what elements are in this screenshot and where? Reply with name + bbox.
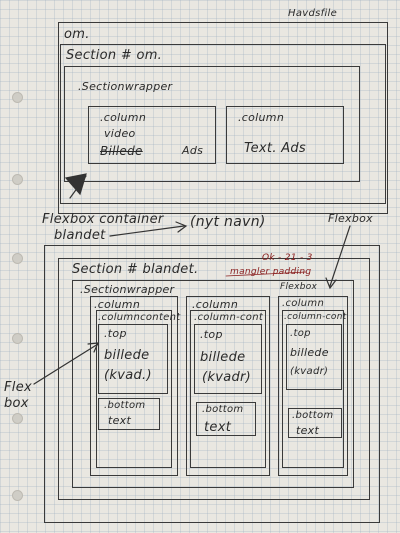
annotation-blandet: blandet	[54, 228, 106, 243]
column-content-box-2	[190, 310, 266, 468]
column-text-om-1b: Billede	[100, 144, 143, 158]
column-content-box-1	[96, 310, 172, 468]
bottom-text-1: text	[108, 414, 132, 427]
column-text-om-1: video	[104, 127, 136, 140]
bottom-text-3: text	[296, 424, 320, 437]
section-wrapper-label-om: .Sectionwrapper	[78, 80, 173, 93]
column-box-om-2	[226, 106, 344, 164]
bottom-label-3: .bottom	[292, 410, 334, 421]
column-content-label-3: .column-cont	[284, 312, 347, 322]
annotation-red-note-2: mangler padding	[230, 267, 312, 277]
top-box-2	[194, 324, 262, 394]
arrowhead	[175, 221, 188, 233]
binder-hole	[12, 92, 23, 103]
column-text-om-2: Text. Ads	[244, 141, 307, 156]
arrow-line	[329, 225, 351, 287]
bottom-box-1	[98, 398, 160, 430]
top-text-2: billede	[200, 350, 246, 365]
underline	[225, 271, 307, 277]
top-label-2: .top	[200, 328, 223, 341]
column-box-blandet-2	[186, 296, 270, 476]
binder-hole	[12, 174, 23, 185]
section-label-om: Section # om.	[66, 48, 163, 63]
section-box-om	[60, 44, 386, 204]
section-wrapper-blandet	[72, 280, 354, 488]
column-box-blandet-3	[278, 296, 348, 476]
column-label-om-2: .column	[238, 111, 285, 124]
top-sub-2: (kvadr)	[202, 370, 252, 385]
arrowhead	[87, 342, 99, 353]
section-wrapper-om	[64, 66, 360, 182]
bottom-text-2: text	[204, 420, 232, 435]
column-content-label-2: .column-cont	[194, 312, 264, 323]
binder-hole	[12, 490, 23, 501]
top-sub-1: (kvad.)	[104, 368, 152, 383]
page-frame-om	[58, 22, 388, 214]
arrow-line	[109, 225, 185, 237]
top-text-1: billede	[104, 348, 150, 363]
column-label-om-1: .column	[100, 111, 147, 124]
page-frame-blandet	[44, 245, 380, 523]
binder-hole	[12, 253, 23, 264]
date-field: Havdsfile	[288, 8, 338, 19]
annotation-new-name: (nyt navn)	[190, 214, 266, 230]
column-box-om-1	[88, 106, 216, 164]
top-box-1	[98, 324, 168, 394]
top-box-3	[286, 324, 342, 390]
section-box-blandet	[58, 258, 370, 500]
top-label-3: .top	[290, 328, 311, 339]
column-content-label-1: .columncontent	[98, 312, 181, 323]
bottom-label-1: .bottom	[104, 400, 146, 411]
column-label-blandet-1: .column	[94, 298, 141, 311]
page-label-om: om.	[64, 27, 90, 42]
arrow-line	[33, 343, 99, 385]
section-label-blandet: Section # blandet.	[72, 262, 199, 277]
bottom-label-2: .bottom	[202, 404, 244, 415]
annotation-flexbox-container: Flexbox container	[42, 212, 164, 227]
annotation-flexbox-small: Flexbox	[280, 282, 318, 292]
column-content-box-3	[282, 310, 344, 468]
arrowhead	[64, 173, 87, 196]
arrowhead	[325, 277, 337, 290]
column-label-blandet-2: .column	[192, 298, 239, 311]
annotation-red-note-1: Ok - 21 - 3	[262, 253, 313, 263]
binder-hole	[12, 333, 23, 344]
bottom-box-3	[288, 408, 342, 438]
top-label-1: .top	[104, 327, 127, 340]
section-wrapper-label-blandet: .Sectionwrapper	[80, 283, 175, 296]
binder-hole	[12, 413, 23, 424]
annotation-flex-box: Flex box	[4, 380, 32, 411]
annotation-flexbox-right: Flexbox	[328, 212, 373, 225]
column-label-blandet-3: .column	[282, 298, 325, 309]
top-sub-3: (kvadr)	[290, 366, 329, 377]
column-text-om-1c: Ads	[182, 144, 204, 157]
column-box-blandet-1	[90, 296, 178, 476]
top-text-3: billede	[290, 346, 329, 359]
bottom-box-2	[196, 402, 256, 436]
